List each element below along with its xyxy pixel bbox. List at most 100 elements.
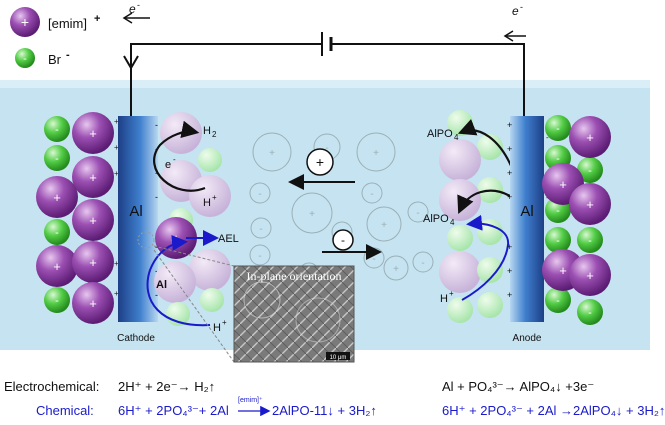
svg-text:+: + <box>507 120 512 130</box>
svg-text:+: + <box>393 264 399 275</box>
cathode-double-layer: + <box>137 112 231 326</box>
svg-text:+: + <box>559 263 567 278</box>
svg-text:-: - <box>258 189 261 200</box>
svg-text:-: - <box>556 295 560 307</box>
cathode-label: Cathode <box>117 333 155 344</box>
svg-text:+: + <box>507 168 512 178</box>
cation-migration-symbol: + <box>316 154 324 170</box>
svg-text:-: - <box>372 254 375 265</box>
inset-title: In-plane orientation <box>247 269 342 283</box>
anode-hplus-label: H <box>440 293 448 305</box>
svg-text:-: - <box>421 258 424 269</box>
svg-text:-: - <box>370 189 373 200</box>
cathode-ion-layer: - - - - + + + + + + + <box>36 112 114 324</box>
anode-electrochemical-equation: Al + PO₄³⁻→ AlPO₄↓ +3e⁻ <box>442 379 595 394</box>
svg-text:-: - <box>556 205 560 217</box>
svg-text:-: - <box>556 235 560 247</box>
cation-legend-label: [emim] <box>48 16 87 31</box>
svg-text:+: + <box>507 266 512 276</box>
arrow-left-icon <box>122 12 133 24</box>
svg-text:+: + <box>114 143 119 152</box>
svg-text:+: + <box>89 296 97 311</box>
svg-text:-: - <box>416 208 419 219</box>
anion-legend-charge: - <box>23 53 27 65</box>
alpo4-mid-sub: 4 <box>450 218 455 227</box>
inset-micrograph: In-plane orientation 10 μm <box>233 265 355 363</box>
svg-text:-: - <box>259 224 262 235</box>
anion-legend-label: Br <box>48 52 62 67</box>
anode-hplus-arrow <box>461 214 510 301</box>
svg-text:+: + <box>507 242 512 252</box>
svg-text:+: + <box>381 220 387 231</box>
svg-text:-: - <box>325 143 328 154</box>
svg-text:-: - <box>588 165 592 177</box>
cathode-al-small-label: Al <box>156 279 167 291</box>
svg-text:-: - <box>155 192 158 202</box>
electrochemical-label: Electrochemical: <box>4 379 100 394</box>
cathode-hplus-sup: + <box>212 193 217 202</box>
svg-text:+: + <box>507 192 512 202</box>
svg-text:+: + <box>309 209 315 220</box>
svg-text:+: + <box>586 130 594 145</box>
svg-text:-: - <box>55 295 59 307</box>
cation-legend-sup: + <box>94 13 100 25</box>
electron-sup-left: - <box>137 0 140 10</box>
anion-legend-sup: - <box>66 49 70 61</box>
svg-text:+: + <box>89 126 97 141</box>
inset-scale-bar: 10 μm <box>330 355 347 361</box>
cation-legend-charge: + <box>21 14 29 30</box>
anode-double-layer <box>439 110 503 323</box>
electron-label-left: e <box>129 2 136 16</box>
svg-text:+: + <box>373 148 379 159</box>
inset-leader-bottom <box>153 249 235 363</box>
alpo4-top-arrow <box>457 119 514 169</box>
svg-text:-: - <box>55 227 59 239</box>
svg-text:+: + <box>53 259 61 274</box>
cathode-hplus-bottom-label: H <box>213 322 221 334</box>
alpo4-top-sub: 4 <box>454 133 459 142</box>
arrow-down-cathode-icon <box>123 55 139 70</box>
electron-label-right: e <box>512 4 519 18</box>
cathode-hplus-arrow <box>146 235 211 327</box>
cathode-hplus-bottom-sup: + <box>222 318 227 327</box>
cation-migration: + <box>288 148 355 190</box>
electrolyte-surface <box>0 80 650 88</box>
anion-migration-symbol: - <box>341 233 345 247</box>
svg-text:+: + <box>114 169 119 178</box>
svg-text:+: + <box>114 117 119 126</box>
svg-text:-: - <box>155 120 158 130</box>
svg-text:-: - <box>55 124 59 136</box>
svg-text:-: - <box>588 235 592 247</box>
cathode-electrochemical-equation: 2H⁺ + 2e⁻→ H₂↑ <box>118 379 216 394</box>
anion-legend-icon <box>15 48 35 68</box>
h2-sub: 2 <box>212 130 217 139</box>
cathode-electron-sup: - <box>173 155 176 164</box>
cathode-electron-label: e <box>165 159 171 171</box>
svg-text:-: - <box>55 153 59 165</box>
svg-text:-: - <box>588 307 592 319</box>
cation-legend-icon <box>10 7 40 37</box>
svg-text:-: - <box>556 123 560 135</box>
svg-text:-: - <box>155 290 158 300</box>
svg-text:+: + <box>559 177 567 192</box>
inset-leader-top <box>153 245 235 267</box>
svg-text:+: + <box>89 170 97 185</box>
svg-text:+: + <box>586 268 594 283</box>
h2-label: H <box>203 125 211 137</box>
svg-text:+: + <box>114 289 119 298</box>
alpo4-top-label: AlPO <box>427 128 453 140</box>
svg-text:+: + <box>89 213 97 228</box>
svg-text:+: + <box>507 144 512 154</box>
svg-text:+: + <box>507 290 512 300</box>
svg-text:+: + <box>269 148 275 159</box>
svg-text:-: - <box>258 251 261 262</box>
cathode-electrode: Al -- -- -- - ++ ++ + <box>114 116 158 322</box>
alpo4-mid-label: AlPO <box>423 213 449 225</box>
svg-text:+: + <box>586 197 594 212</box>
alpo4-mid-arrow <box>457 189 511 215</box>
cathode-chemical-catalyst: [emim]⁺ <box>238 397 263 404</box>
ael-label: AEL <box>218 233 239 245</box>
anion-migration: - <box>322 229 382 260</box>
h2-evolution-arrow <box>153 120 206 192</box>
